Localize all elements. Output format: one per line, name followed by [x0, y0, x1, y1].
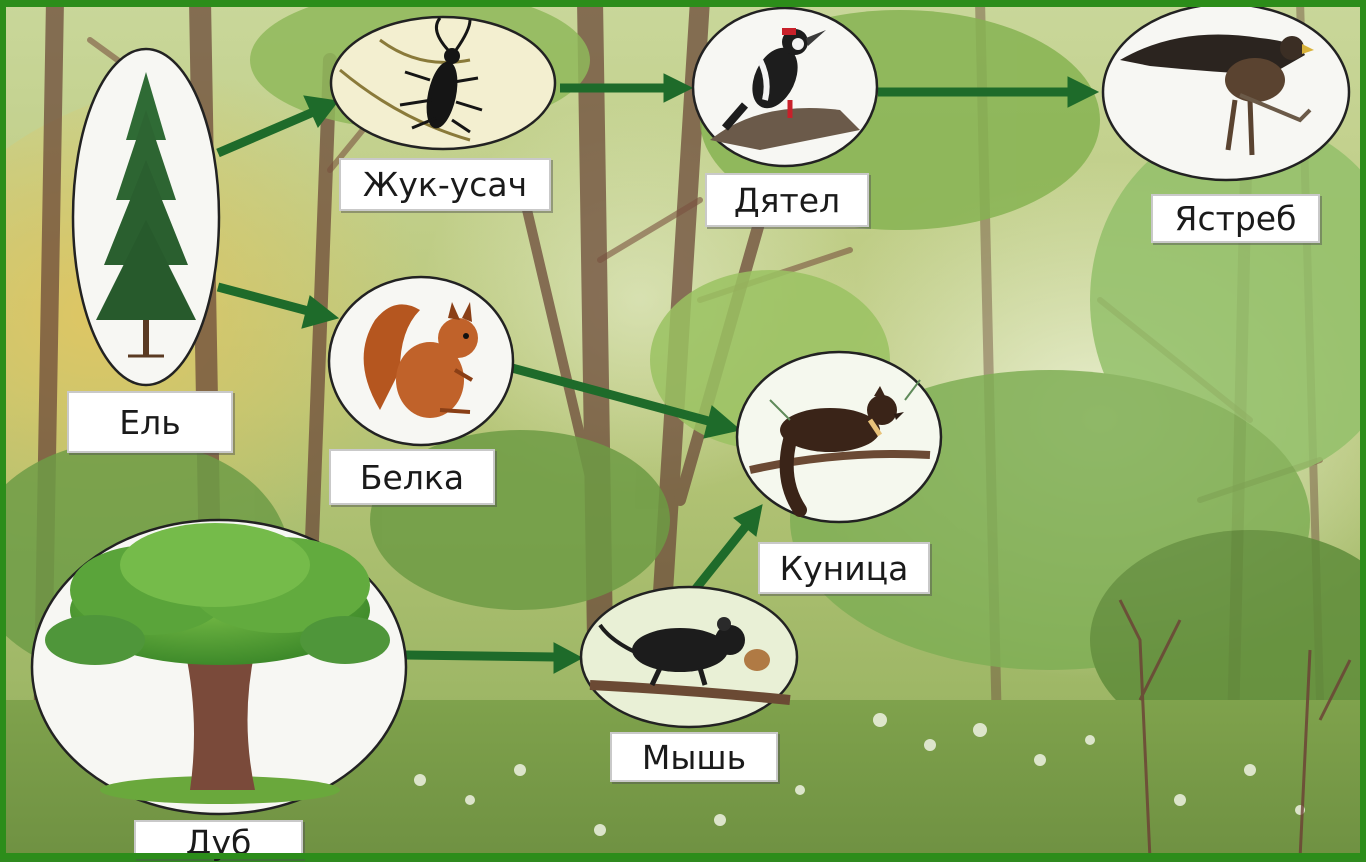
label-marten: Куница: [758, 542, 930, 594]
marten-node: [737, 352, 941, 522]
spruce-node: [73, 49, 219, 385]
hawk-node: [1103, 4, 1349, 180]
label-hawk: Ястреб: [1151, 194, 1320, 243]
woodpecker-node: [693, 8, 877, 166]
beetle-node: [331, 17, 555, 149]
label-woodpecker: Дятел: [705, 173, 869, 227]
label-mouse: Мышь: [610, 732, 778, 782]
label-beetle: Жук-усач: [339, 158, 551, 211]
label-squirrel: Белка: [329, 449, 495, 505]
label-oak: Дуб: [134, 820, 303, 859]
oak-node: [32, 520, 406, 814]
mouse-node: [581, 587, 797, 727]
label-spruce: Ель: [67, 391, 233, 453]
squirrel-node: [329, 277, 513, 445]
